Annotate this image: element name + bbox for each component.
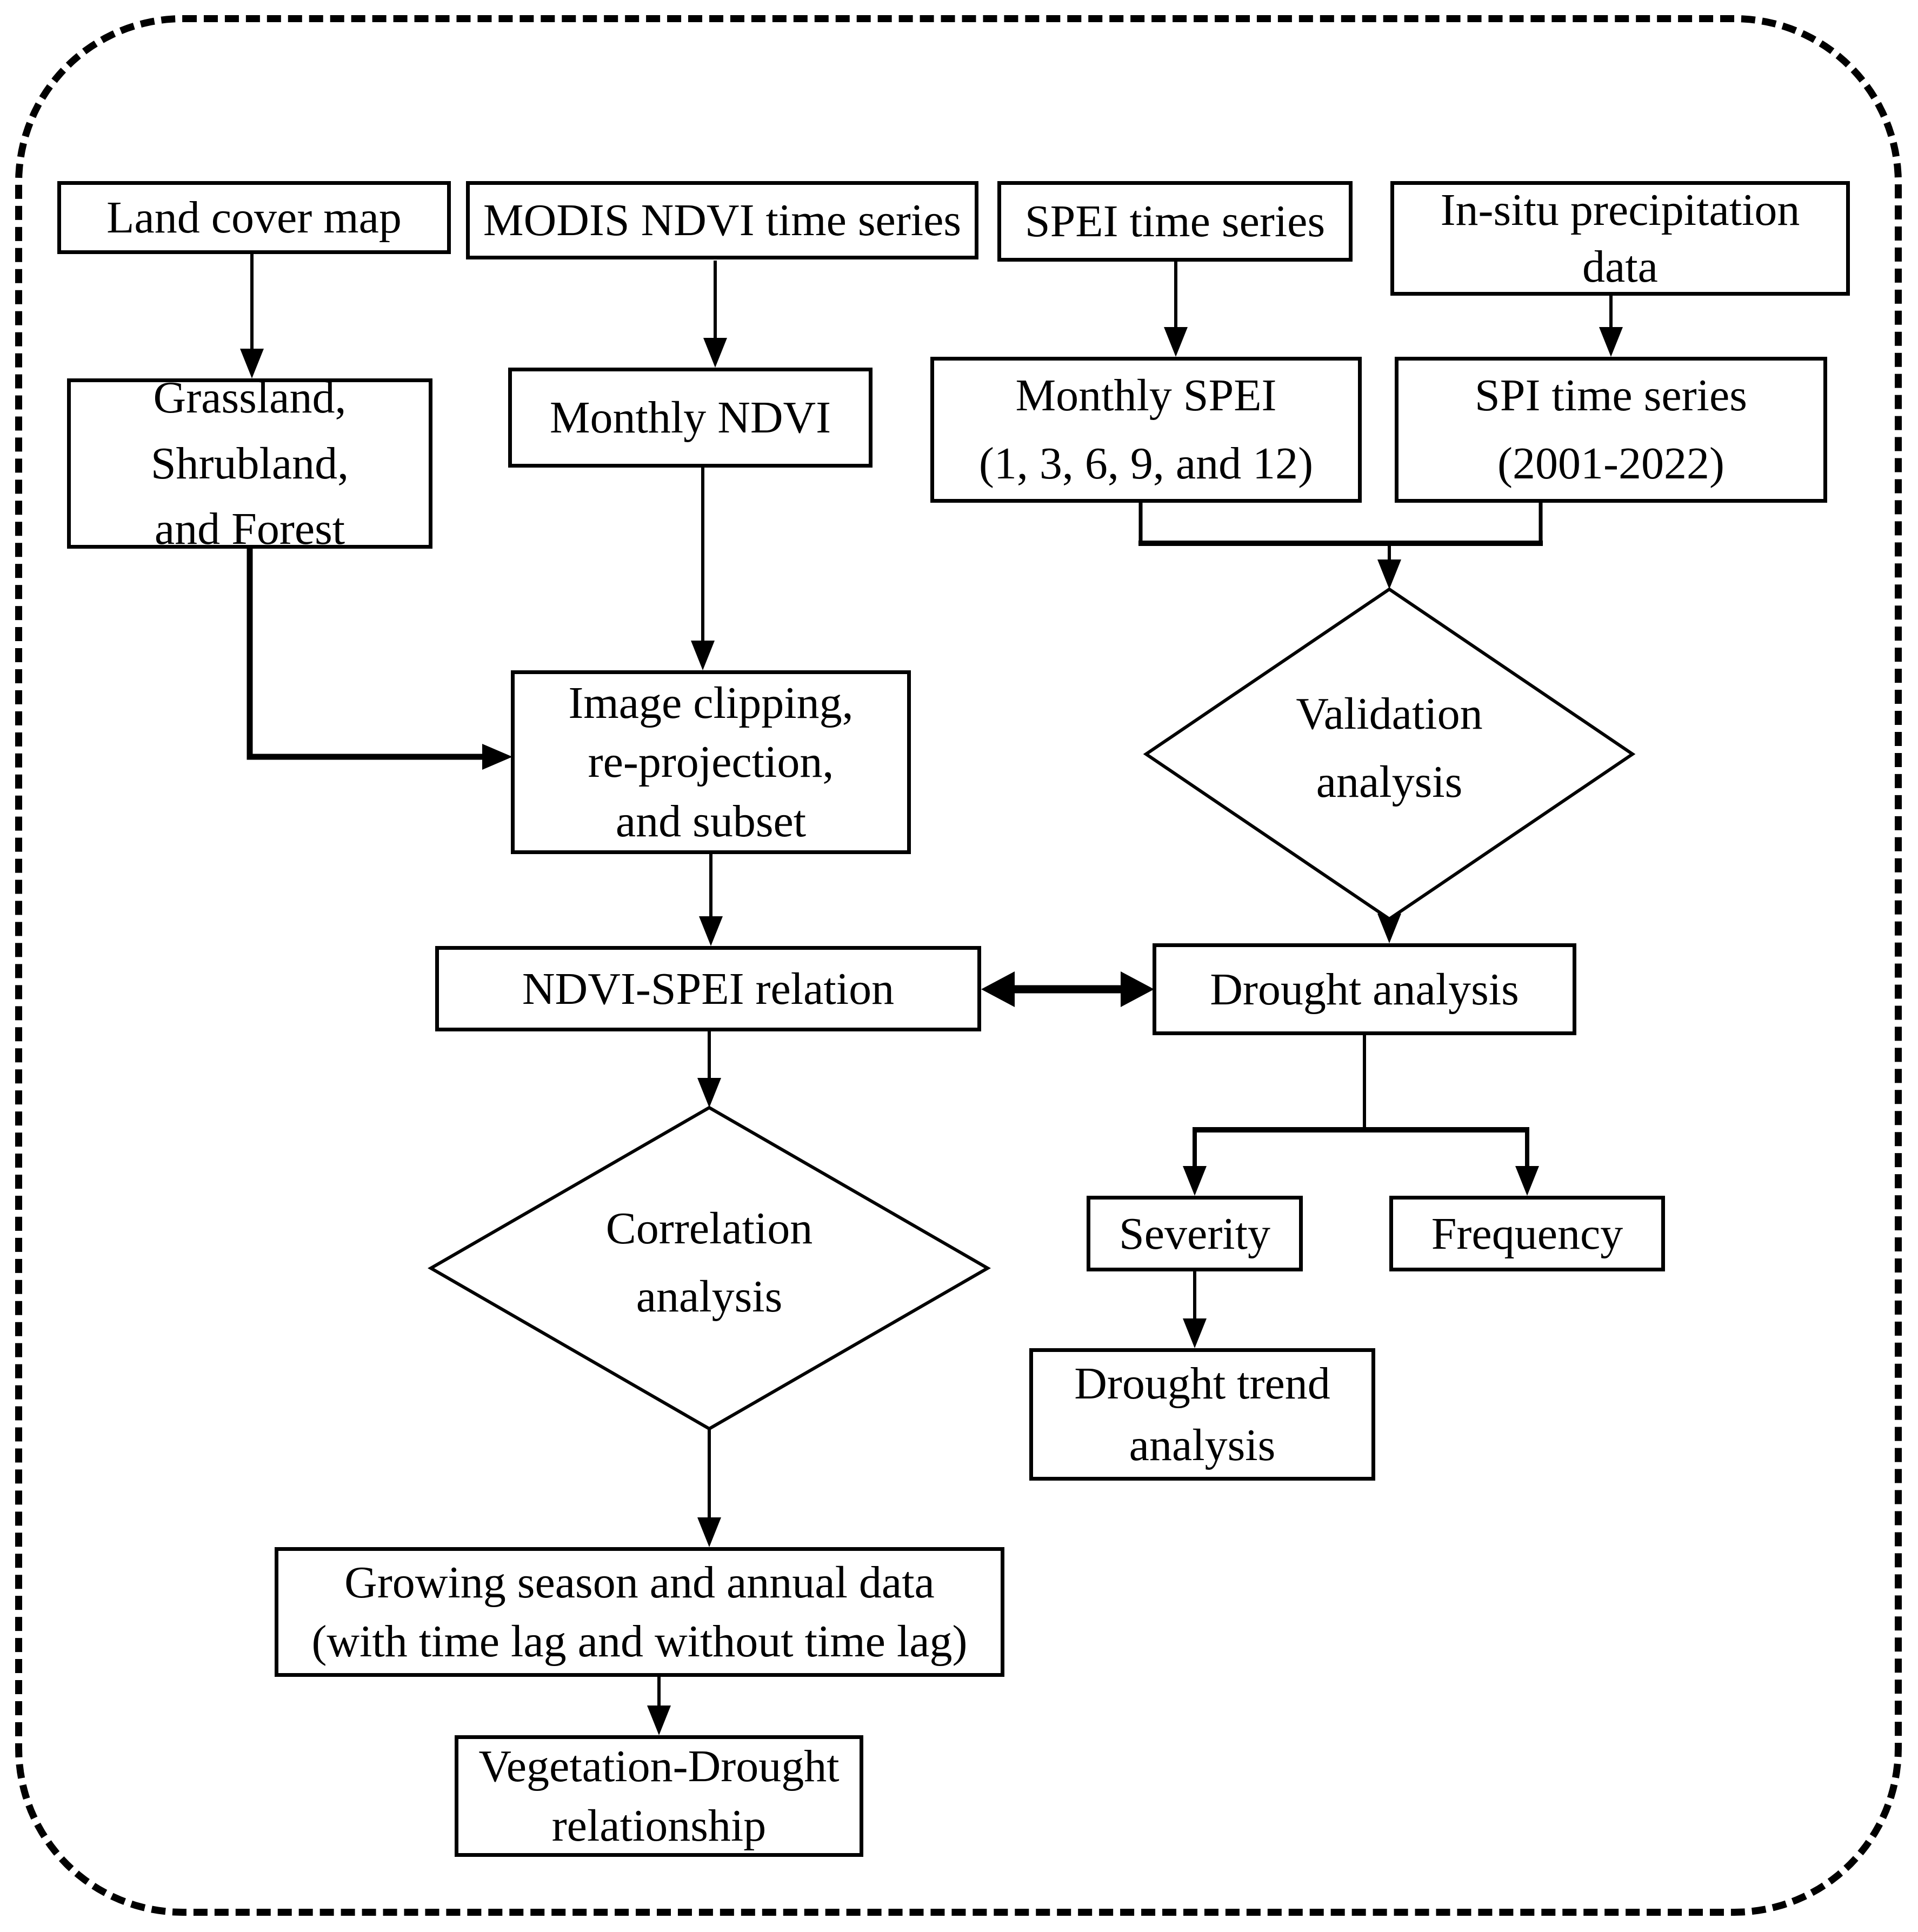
node-monthly-ndvi-label: Monthly NDVI [549, 392, 831, 443]
node-growing-season-data-label: Growing season and annual data (with tim… [311, 1557, 968, 1667]
node-spi-time-series: SPI time series (2001-2022) [1395, 357, 1827, 503]
connector-correlation-to-growing [697, 1429, 721, 1547]
node-insitu-precipitation-data: In-situ precipitation data [1390, 181, 1850, 296]
node-spei-time-series-label: SPEI time series [1024, 196, 1326, 247]
node-image-clipping-label: Image clipping, re-projection, and subse… [568, 678, 854, 847]
node-frequency: Frequency [1389, 1196, 1665, 1271]
node-ndvi-spei-relation: NDVI-SPEI relation [435, 946, 981, 1031]
node-severity: Severity [1087, 1196, 1303, 1271]
node-drought-trend-analysis-label: Drought trend analysis [1074, 1358, 1330, 1470]
connector-classes-to-clipping [247, 549, 512, 770]
node-land-cover-map: Land cover map [57, 181, 451, 254]
connector-clipping-to-ndvispei [699, 854, 723, 946]
node-image-clipping: Image clipping, re-projection, and subse… [511, 670, 911, 854]
correlation-diamond-label: Correlation analysis [605, 1203, 813, 1322]
connector-landcover-to-classes [240, 254, 264, 378]
node-monthly-ndvi: Monthly NDVI [508, 368, 873, 468]
dashed-border [15, 15, 1902, 1916]
node-drought-analysis-label: Drought analysis [1210, 964, 1519, 1015]
node-ndvi-spei-relation-label: NDVI-SPEI relation [522, 963, 895, 1014]
node-severity-label: Severity [1119, 1208, 1270, 1259]
connector-insitu-to-spi [1599, 296, 1623, 357]
connector-monthlyndvi-to-clipping [691, 468, 715, 670]
connector-severity-to-trend [1183, 1271, 1207, 1348]
connector-drought-to-severity-frequency [1183, 1035, 1539, 1196]
node-monthly-spei-label: Monthly SPEI (1, 3, 6, 9, and 12) [978, 370, 1314, 489]
connector-ndvispei-drought-double-arrow [981, 971, 1154, 1007]
node-insitu-precipitation-data-label: In-situ precipitation data [1440, 185, 1800, 292]
node-growing-season-data: Growing season and annual data (with tim… [275, 1547, 1004, 1677]
connector-growing-to-vegdrought [647, 1677, 671, 1735]
node-drought-trend-analysis: Drought trend analysis [1029, 1348, 1375, 1481]
node-modis-ndvi-time-series-label: MODIS NDVI time series [483, 195, 962, 245]
node-grassland-shrubland-forest-label: Grassland, Shrubland, and Forest [150, 372, 349, 555]
node-vegetation-drought-relationship: Vegetation-Drought relationship [455, 1735, 863, 1857]
validation-diamond-label: Validation analysis [1296, 689, 1483, 807]
node-spi-time-series-label: SPI time series (2001-2022) [1475, 370, 1747, 489]
node-frequency-label: Frequency [1431, 1208, 1623, 1259]
node-vegetation-drought-relationship-label: Vegetation-Drought relationship [478, 1741, 840, 1851]
node-grassland-shrubland-forest: Grassland, Shrubland, and Forest [67, 372, 432, 554]
node-land-cover-map-label: Land cover map [106, 192, 402, 243]
connector-spei-to-monthlyspei [1164, 262, 1188, 357]
node-drought-analysis: Drought analysis [1153, 943, 1576, 1035]
node-modis-ndvi-time-series: MODIS NDVI time series [466, 181, 978, 259]
node-monthly-spei: Monthly SPEI (1, 3, 6, 9, and 12) [930, 357, 1362, 503]
connector-modis-to-monthlyndvi [703, 261, 727, 368]
connector-ndvispei-to-correlation [697, 1031, 721, 1108]
correlation-diamond-shape [427, 1105, 991, 1431]
connector-merge-to-validation [1138, 503, 1543, 589]
node-spei-time-series: SPEI time series [997, 181, 1353, 262]
validation-diamond-shape [1143, 587, 1636, 921]
